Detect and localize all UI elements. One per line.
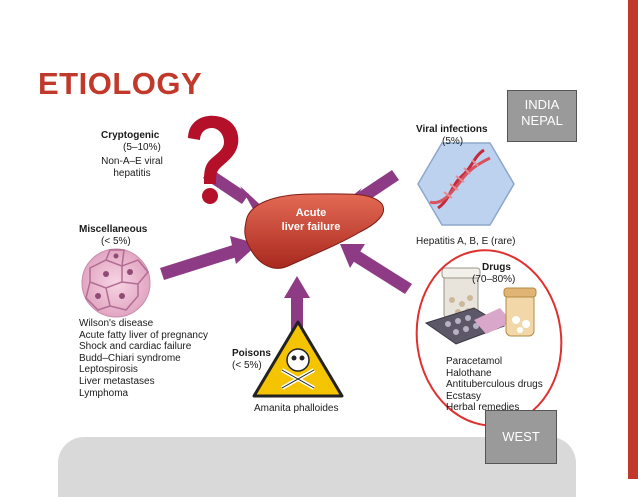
cryptogenic-items: Non-A–E viral hepatitis <box>98 156 166 179</box>
cells-icon <box>81 248 151 318</box>
miscellaneous-item: Leptospirosis <box>79 364 138 376</box>
question-mark-icon <box>188 115 239 204</box>
slide-title: ETIOLOGY <box>38 66 203 101</box>
pills-icon <box>424 267 537 345</box>
skull-crossbones-icon <box>252 320 344 398</box>
liver-label-line1: Acute <box>296 207 327 219</box>
liver-illustration: Acute liver failure <box>244 193 384 269</box>
poisons-percent: (< 5%) <box>232 359 262 371</box>
miscellaneous-label: Miscellaneous (< 5%) <box>79 224 147 247</box>
liver-label-line2: liver failure <box>282 221 341 233</box>
dna-helix-icon <box>417 142 515 226</box>
cryptogenic-name: Cryptogenic <box>101 130 160 141</box>
drugs-percent: (70–80%) <box>472 273 516 285</box>
miscellaneous-item: Shock and cardiac failure <box>79 341 192 353</box>
drugs-items: Paracetamol Halothane Antituberculous dr… <box>446 356 543 414</box>
miscellaneous-name: Miscellaneous <box>79 224 148 235</box>
poisons-name: Poisons <box>232 348 271 359</box>
drugs-name: Drugs <box>482 262 511 273</box>
miscellaneous-item: Acute fatty liver of pregnancy <box>79 329 208 341</box>
drugs-item: Halothane <box>446 367 492 379</box>
drugs-item: Antituberculous drugs <box>446 379 543 391</box>
miscellaneous-item: Budd–Chiari syndrome <box>79 352 181 364</box>
drugs-item: Herbal remedies <box>446 402 520 414</box>
miscellaneous-items: Wilson's disease Acute fatty liver of pr… <box>79 318 208 399</box>
cryptogenic-label: Cryptogenic (5–10%) <box>101 130 161 153</box>
callout-india: INDIA <box>524 97 560 112</box>
viral-item: Hepatitis A, B, E (rare) <box>416 236 516 247</box>
cryptogenic-percent: (5–10%) <box>123 141 161 153</box>
drugs-item: Paracetamol <box>446 356 503 367</box>
miscellaneous-item: Wilson's disease <box>79 318 154 329</box>
miscellaneous-item: Lymphoma <box>79 387 129 399</box>
drugs-label: Drugs (70–80%) <box>472 262 515 285</box>
cryptogenic-item: hepatitis <box>113 167 151 179</box>
miscellaneous-percent: (< 5%) <box>101 235 131 247</box>
arrow-drugs <box>340 244 412 294</box>
viral-name: Viral infections <box>416 124 488 135</box>
viral-percent: (5%) <box>442 135 464 147</box>
cryptogenic-item: Non-A–E viral <box>101 156 163 167</box>
drugs-item: Ecstasy <box>446 390 482 402</box>
callout-nepal: NEPAL <box>521 112 563 128</box>
arrow-miscellaneous <box>160 236 258 280</box>
etiology-diagram: Acute liver failure <box>81 115 563 427</box>
poisons-item: Amanita phalloides <box>254 403 339 414</box>
slide-accent-bar <box>628 0 638 479</box>
poisons-label: Poisons (< 5%) <box>232 348 271 371</box>
west-callout: WEST <box>485 410 557 464</box>
india-nepal-callout: INDIA NEPAL <box>507 90 577 142</box>
viral-label: Viral infections (5%) <box>416 124 488 147</box>
miscellaneous-item: Liver metastases <box>79 375 155 387</box>
